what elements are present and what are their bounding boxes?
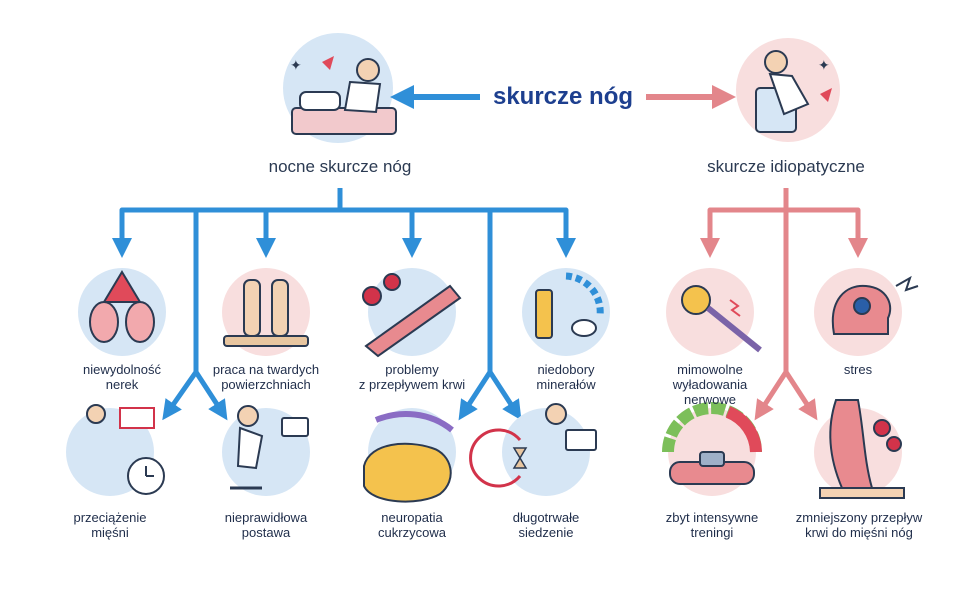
item-label-minerals: niedobory minerałów bbox=[536, 362, 596, 392]
nerve-discharge-illustration bbox=[666, 268, 762, 356]
reduced-flow-illustration bbox=[814, 399, 905, 499]
stress-illustration bbox=[814, 268, 919, 356]
posture-illustration bbox=[222, 405, 310, 496]
item-label-stress: stres bbox=[843, 362, 873, 377]
idiopathic-branch-connectors bbox=[700, 188, 868, 421]
item-label-kidney: niewydolność nerek bbox=[82, 362, 162, 392]
minerals-illustration bbox=[522, 268, 610, 356]
muscle-overload-illustration bbox=[66, 404, 165, 496]
item-label-training: zbyt intensywne treningi bbox=[665, 510, 759, 540]
sitting-illustration bbox=[469, 403, 597, 496]
svg-text:✦: ✦ bbox=[818, 57, 830, 73]
night-cramp-illustration: ✦ bbox=[283, 33, 397, 143]
neuropathy-illustration bbox=[363, 408, 456, 503]
idiopathic-branch-label: skurcze idiopatyczne bbox=[707, 157, 865, 176]
hard-surface-illustration bbox=[222, 268, 310, 356]
svg-text:✦: ✦ bbox=[290, 57, 302, 73]
item-label-sitting: długotrwałe siedzenie bbox=[512, 510, 580, 540]
night-branch-label: nocne skurcze nóg bbox=[268, 157, 412, 176]
item-label-blood-flow: problemy z przepływem krwi bbox=[358, 362, 466, 392]
night-branch-connectors bbox=[112, 188, 576, 421]
item-circles bbox=[66, 268, 919, 503]
item-label-muscle-overload: przeciążenie mięśni bbox=[73, 510, 147, 540]
item-label-reduced-flow: zmniejszony przepływ krwi do mięśni nóg bbox=[795, 510, 923, 540]
idiopathic-cramp-illustration: ✦ bbox=[736, 38, 840, 142]
kidney-illustration bbox=[78, 268, 166, 356]
item-label-neuropathy: neuropatia cukrzycowa bbox=[378, 510, 446, 540]
root-label: skurcze nóg bbox=[492, 83, 634, 110]
blood-flow-illustration bbox=[362, 268, 462, 358]
item-label-posture: nieprawidłowa postawa bbox=[224, 510, 308, 540]
item-label-nerve-discharge: mimowolne wyładowania nerwowe bbox=[672, 362, 748, 407]
item-label-hard-surface: praca na twardych powierzchniach bbox=[212, 362, 320, 392]
training-illustration bbox=[662, 402, 762, 496]
